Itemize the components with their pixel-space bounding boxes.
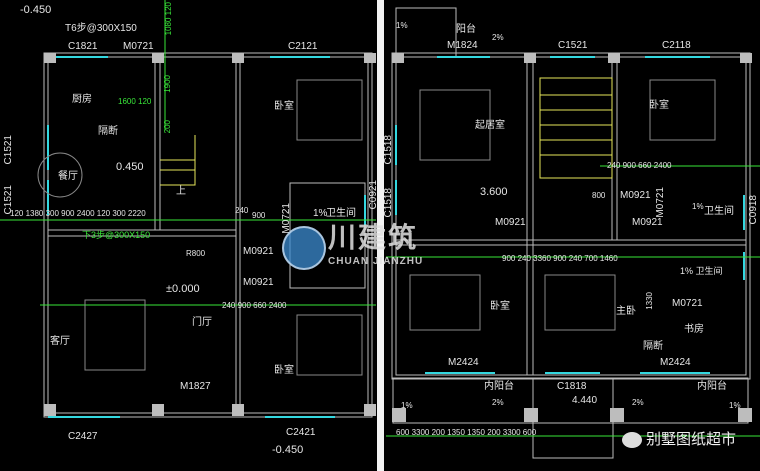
step-label: T6步@300X150 <box>65 23 137 34</box>
slope-label: 2% <box>492 398 504 407</box>
room-label-dining: 餐厅 <box>58 171 78 182</box>
room-label-foyer: 门厅 <box>192 317 212 328</box>
door-label: M0721 <box>672 298 703 309</box>
dimension-label: 1330 <box>645 292 654 310</box>
logo-text: 川建筑 <box>328 222 419 253</box>
slope-label: 2% <box>632 398 644 407</box>
dimension-label: 1080 120 <box>164 2 173 36</box>
elevation-label: 4.440 <box>572 395 598 406</box>
elevation-label: -0.450 <box>272 444 304 456</box>
window-label: C1521 <box>3 135 14 165</box>
room-label-bedroom: 卧室 <box>274 101 294 112</box>
room-label-bedroom: 卧室 <box>649 100 669 111</box>
window-label: C2421 <box>286 427 316 438</box>
elevation-label: 3.600 <box>480 186 508 198</box>
door-label: M0921 <box>495 217 526 228</box>
room-label-bedroom: 卧室 <box>274 365 294 376</box>
room-label-living: 客厅 <box>50 336 70 347</box>
room-label-master-bedroom: 主卧 <box>616 306 636 317</box>
door-label: M1824 <box>447 40 478 51</box>
room-label-kitchen: 厨房 <box>72 94 92 105</box>
door-label: M0921 <box>243 277 274 288</box>
watermark-text: 别墅图纸超市 <box>646 431 737 448</box>
window-label: C0918 <box>748 195 759 225</box>
window-label: C1821 <box>68 41 98 52</box>
slope-label: 1% <box>313 208 328 219</box>
logo-emblem-icon <box>282 226 326 270</box>
brand-logo: 川建筑 CHUAN JIANZHU <box>282 222 482 270</box>
slope-label: 1% <box>401 401 413 410</box>
dimension-label: 240 <box>235 206 249 215</box>
dimension-label: 1900 <box>163 75 172 93</box>
room-label-balcony: 阳台 <box>456 24 476 35</box>
window-label: C0921 <box>368 180 379 210</box>
dimension-label: 200 <box>163 120 172 134</box>
window-label: C1818 <box>557 381 587 392</box>
elevation-label: 0.450 <box>116 161 144 173</box>
slope-label: 1% <box>396 21 408 30</box>
partition-label: 隔断 <box>643 341 663 352</box>
dimension-row: 240 900 660 2400 <box>222 301 287 310</box>
dimension-row: 600 3300 200 1350 1350 200 3300 600 <box>396 428 537 437</box>
slope-label: 2% <box>492 33 504 42</box>
elevation-label: -0.450 <box>20 4 52 16</box>
room-label-bathroom: 卫生间 <box>704 206 734 217</box>
room-label-family-room: 起居室 <box>475 120 505 131</box>
room-label-study: 书房 <box>684 324 704 335</box>
dimension-row: 240 900 660 2400 <box>607 161 672 170</box>
stair-up-label: 上 <box>176 186 186 197</box>
slope-label: 1% <box>692 202 704 211</box>
room-label-bathroom: 1% 卫生间 <box>680 266 723 276</box>
window-label: C1518 <box>383 188 394 218</box>
step-label: 下3步@300X150 <box>82 230 151 240</box>
door-label: M0721 <box>655 187 666 218</box>
window-label: C1521 <box>558 40 588 51</box>
dimension-row: 120 1380 300 900 2400 120 300 2220 <box>10 209 146 218</box>
door-label: M0921 <box>632 217 663 228</box>
door-label: M0721 <box>123 41 154 52</box>
partition-label: 隔断 <box>98 126 118 137</box>
window-label: C2121 <box>288 41 318 52</box>
window-label: C1518 <box>383 135 394 165</box>
wechat-icon <box>622 432 642 449</box>
dimension-label: 900 <box>252 211 266 220</box>
plan-separator <box>377 0 384 471</box>
dimension-label: 800 <box>592 191 606 200</box>
watermark: 别墅图纸超市 <box>622 428 736 449</box>
room-label-bathroom: 卫生间 <box>326 208 356 219</box>
door-label: M1827 <box>180 381 211 392</box>
door-label: M2424 <box>660 357 691 368</box>
dimension-row: 900 240 3360 900 240 700 1460 <box>502 254 618 263</box>
window-label: C2118 <box>662 40 691 51</box>
room-label-inner-balcony: 内阳台 <box>484 381 514 392</box>
elevation-label: ±0.000 <box>166 283 200 295</box>
door-label: M0921 <box>243 246 274 257</box>
door-label: M2424 <box>448 357 479 368</box>
window-label: C2427 <box>68 431 98 442</box>
slope-label: 1% <box>729 401 741 410</box>
door-label: M0921 <box>620 190 651 201</box>
logo-subtext: CHUAN JIANZHU <box>328 256 424 267</box>
room-label-inner-balcony: 内阳台 <box>697 381 727 392</box>
dimension-label: 1600 120 <box>118 97 152 106</box>
radius-label: R800 <box>186 249 206 258</box>
room-label-bedroom: 卧室 <box>490 301 510 312</box>
